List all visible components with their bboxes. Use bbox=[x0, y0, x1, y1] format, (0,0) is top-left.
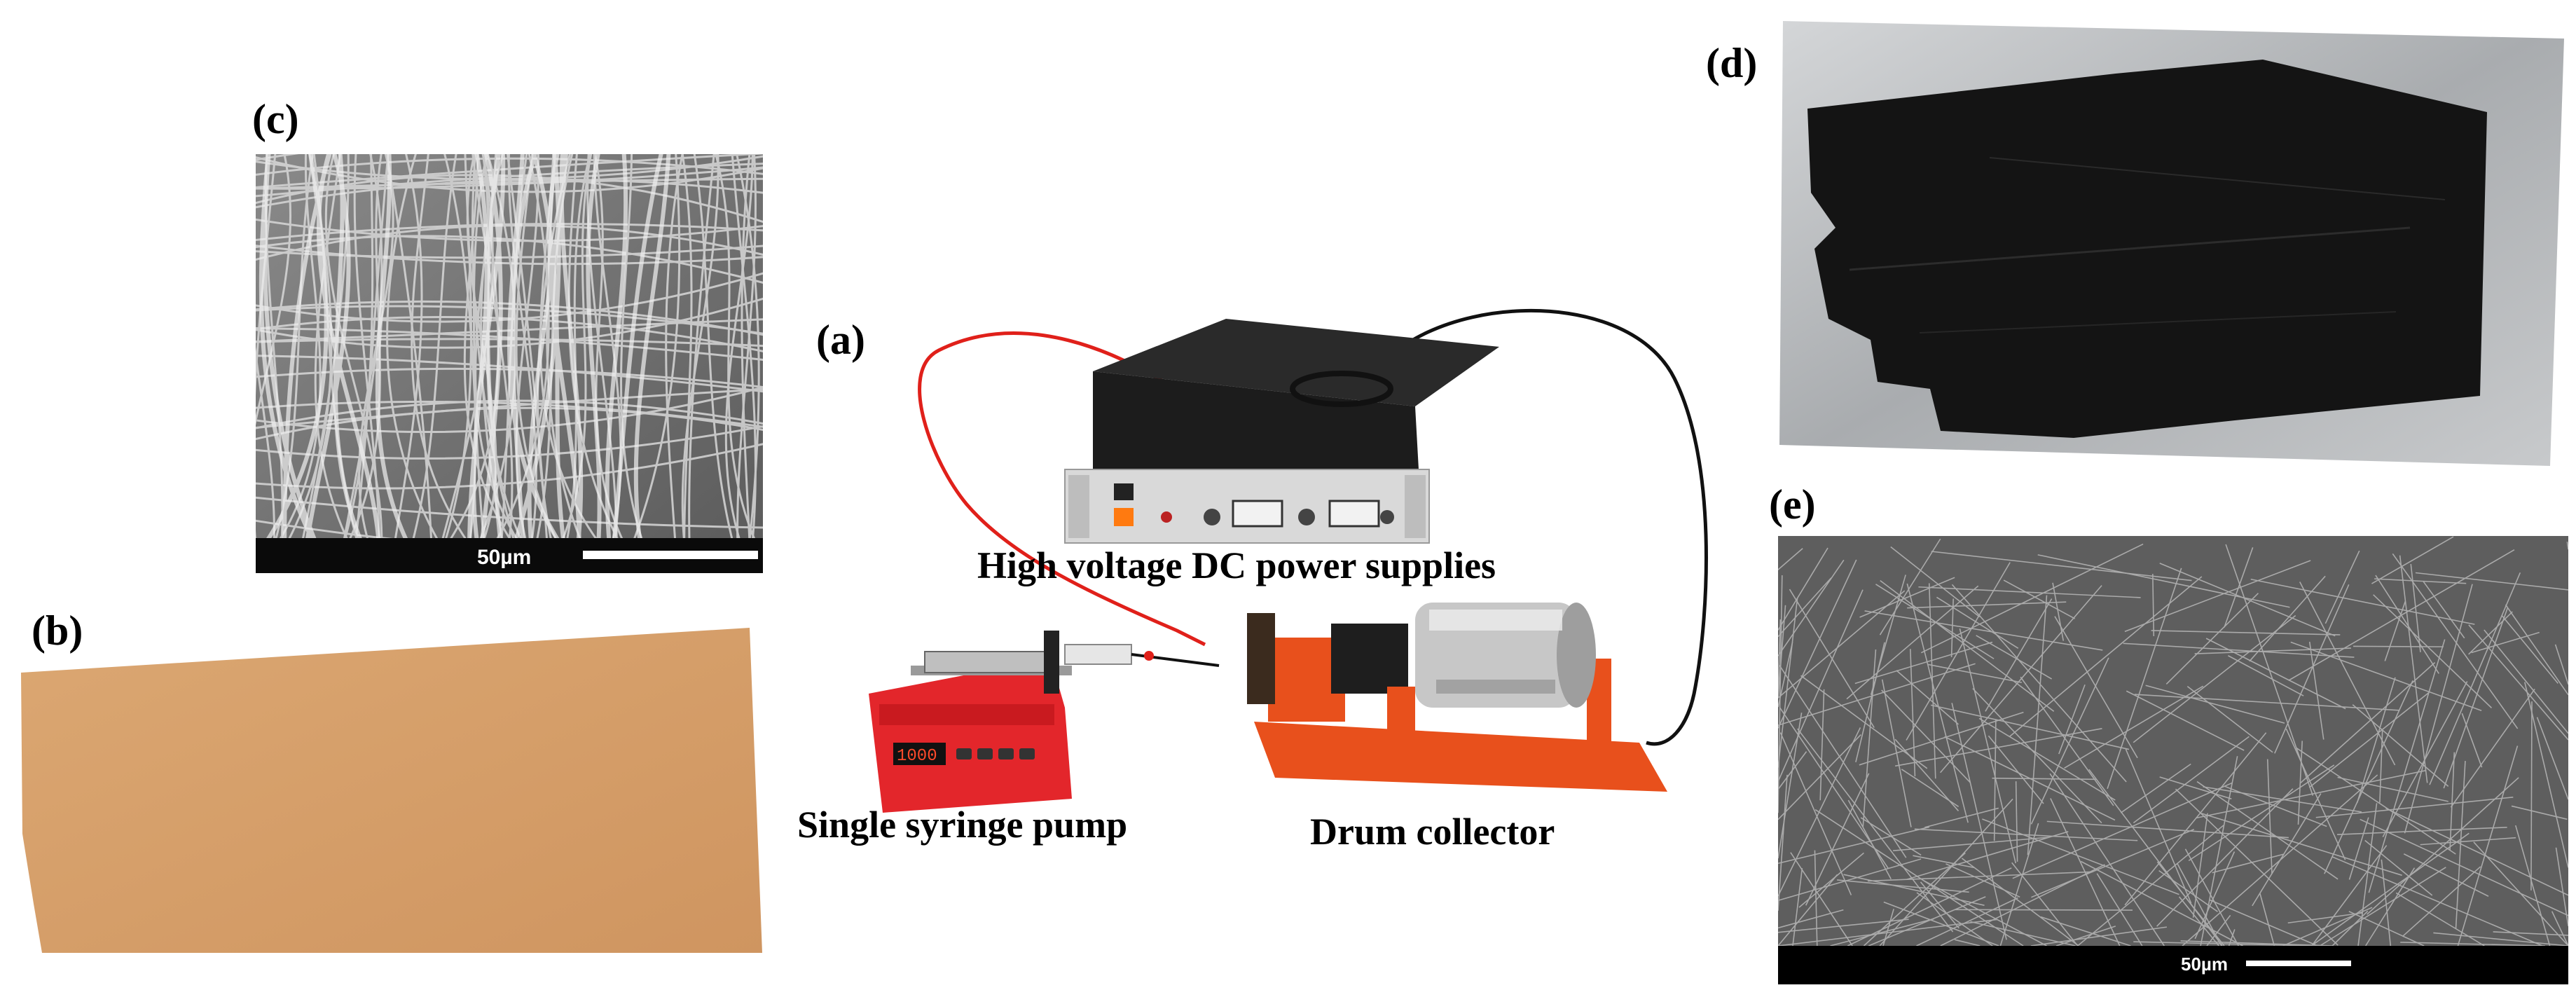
sem-image-carbon-fibers: 50µm bbox=[1778, 536, 2568, 984]
scale-bar-c bbox=[583, 551, 758, 559]
caption-syringe-pump: Single syringe pump bbox=[797, 804, 1128, 846]
pump-display: 1000 bbox=[897, 747, 937, 766]
drum-collector bbox=[1247, 603, 1667, 792]
caption-power-supply: High voltage DC power supplies bbox=[977, 544, 1496, 586]
scale-bar-label-c: 50µm bbox=[477, 546, 531, 569]
panel-label-e: (e) bbox=[1769, 481, 1816, 528]
scale-bar-e bbox=[2246, 961, 2351, 966]
scale-bar-label-e: 50µm bbox=[2181, 954, 2228, 975]
panel-label-b: (b) bbox=[32, 607, 83, 654]
panel-label-a: (a) bbox=[816, 317, 865, 363]
red-wire bbox=[918, 331, 1206, 647]
power-supply-unit bbox=[1064, 319, 1499, 544]
panel-label-d: (d) bbox=[1706, 40, 1758, 86]
caption-drum-collector: Drum collector bbox=[1310, 811, 1555, 853]
sem-fibers-c: 50µm bbox=[256, 154, 763, 573]
sem-image-aligned-fibers: 50µm bbox=[256, 154, 763, 573]
carbon-membrane bbox=[1807, 60, 2487, 438]
syringe-pump: 1000 bbox=[869, 631, 1220, 813]
panel-label-c: (c) bbox=[252, 96, 299, 142]
electrospun-membrane-photo bbox=[21, 628, 762, 953]
sem-fibers-e: 50µm bbox=[1778, 536, 2568, 984]
carbonized-membrane-photo bbox=[1779, 21, 2564, 466]
black-wire bbox=[1364, 308, 1708, 746]
electrospinning-setup: 1000 bbox=[869, 308, 1708, 813]
